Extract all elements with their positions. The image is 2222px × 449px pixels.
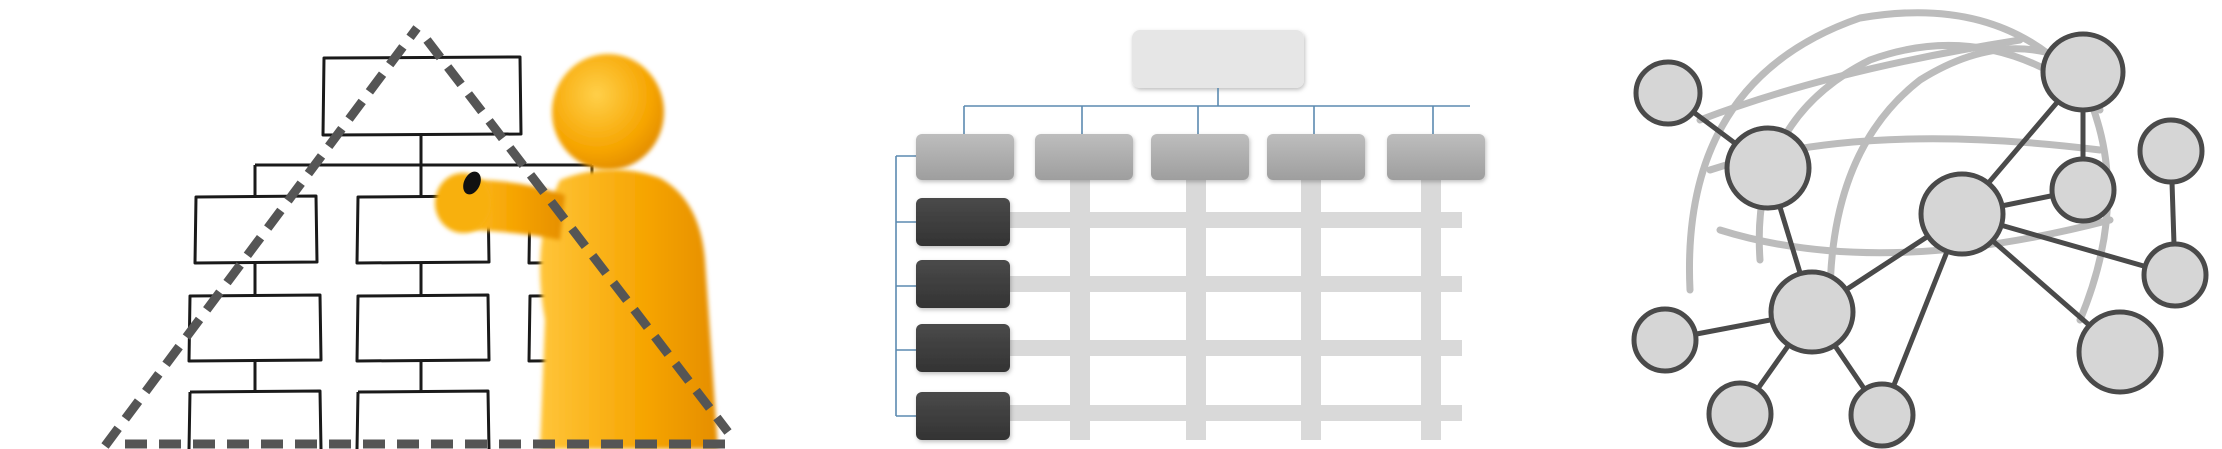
matrix-column-header (1151, 134, 1249, 180)
person-hand (435, 173, 491, 233)
network-node (1724, 125, 1812, 211)
network-node (1918, 171, 2006, 257)
grid-column-bar (1421, 180, 1441, 440)
network-globe-icon (1631, 9, 2209, 449)
org-box-top (321, 55, 523, 137)
matrix-column-header (1035, 134, 1133, 180)
org-box-l3-left (187, 293, 323, 363)
org-box-l2-left (193, 194, 319, 265)
grid-row-bar (1010, 340, 1462, 356)
matrix-grid-bars (1010, 180, 1462, 440)
grid-column-bar (1301, 180, 1321, 440)
network-node (1631, 306, 1699, 374)
grid-column-bar (1186, 180, 1206, 440)
marker-pen-icon (463, 171, 481, 195)
matrix-column-header (916, 134, 1014, 180)
network-node (2141, 241, 2209, 309)
matrix-row-header (916, 324, 1010, 372)
grid-row-bar (1010, 212, 1462, 228)
network-node (2040, 31, 2126, 113)
network-node (2137, 117, 2205, 185)
network-nodes (1631, 31, 2209, 449)
grid-column-bar (1070, 180, 1090, 440)
matrix-row-headers (916, 198, 1010, 440)
org-connector (253, 361, 423, 392)
network-node (2049, 156, 2117, 224)
matrix-row-header (916, 260, 1010, 308)
org-connector (253, 135, 594, 197)
person-body (540, 169, 718, 449)
matrix-connectors (895, 88, 1470, 417)
grid-row-bar (1010, 405, 1462, 421)
network-node (1768, 269, 1856, 355)
pyramid-outline (101, 25, 735, 449)
org-chart-pyramid-icon (101, 25, 735, 449)
matrix-column-headers (916, 134, 1485, 180)
matrix-column-header (1267, 134, 1365, 180)
matrix-row-header (916, 392, 1010, 440)
matrix-column-header (1387, 134, 1485, 180)
network-node (1848, 381, 1916, 449)
grid-row-bar (1010, 276, 1462, 292)
org-box-l4-mid (355, 389, 491, 449)
network-globe-illustration (1600, 0, 2222, 449)
matrix-grid-icon (895, 30, 1485, 440)
org-chart-pyramid-illustration (0, 0, 760, 449)
network-node (1633, 59, 1703, 127)
org-box-l3-mid (355, 293, 491, 363)
person-head (552, 54, 664, 170)
network-node (1706, 380, 1774, 448)
matrix-grid-diagram (880, 0, 1500, 449)
network-node (2076, 309, 2164, 395)
matrix-top-box (1132, 30, 1304, 88)
org-box-l4-left (187, 389, 323, 449)
matrix-row-header (916, 198, 1010, 246)
